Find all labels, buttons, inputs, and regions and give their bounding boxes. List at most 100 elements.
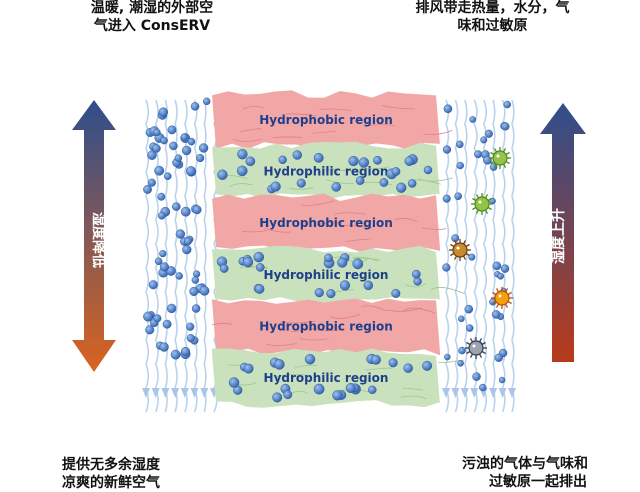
airflow-line bbox=[511, 99, 515, 413]
green-microbe-icon bbox=[471, 193, 493, 215]
water-molecule bbox=[313, 152, 324, 163]
water-molecule bbox=[324, 253, 333, 263]
water-molecule bbox=[153, 128, 161, 136]
water-molecule bbox=[455, 140, 464, 149]
water-molecule bbox=[339, 280, 351, 291]
membrane-fiber bbox=[264, 227, 291, 233]
airflow-arrowhead bbox=[442, 388, 450, 398]
airflow-arrowhead bbox=[190, 388, 199, 398]
water-molecule bbox=[143, 311, 154, 322]
water-molecule bbox=[186, 334, 195, 343]
water-molecule bbox=[181, 145, 192, 156]
membrane-fiber bbox=[325, 179, 355, 185]
water-molecule bbox=[254, 284, 265, 294]
membrane-fiber bbox=[423, 129, 453, 135]
membrane-layer-hydrophilic bbox=[212, 245, 440, 305]
water-molecule bbox=[331, 182, 342, 192]
water-molecule bbox=[147, 178, 156, 187]
membrane-fiber bbox=[303, 220, 325, 226]
humidity-decrease-arrow-shape bbox=[72, 100, 116, 372]
water-molecule bbox=[296, 178, 306, 188]
membrane-fiber bbox=[299, 337, 329, 341]
airflow-arrowhead bbox=[498, 388, 507, 398]
membrane-layer-label: Hydrophilic region bbox=[264, 268, 389, 282]
water-molecule bbox=[456, 161, 464, 170]
water-molecule bbox=[388, 358, 398, 368]
water-molecule bbox=[159, 342, 169, 352]
water-molecule bbox=[442, 145, 452, 154]
water-molecule bbox=[465, 324, 474, 332]
water-molecule bbox=[492, 261, 502, 271]
membrane-fiber bbox=[365, 367, 392, 371]
water-molecule bbox=[314, 288, 324, 298]
water-molecule bbox=[219, 264, 229, 273]
membrane-layer-label: Hydrophilic region bbox=[264, 165, 389, 179]
water-molecule bbox=[159, 250, 167, 258]
membrane-fiber bbox=[239, 266, 268, 269]
water-molecule bbox=[403, 363, 413, 373]
water-molecule bbox=[411, 269, 421, 279]
water-molecule bbox=[355, 176, 365, 185]
airflow-line bbox=[464, 99, 468, 413]
water-molecule bbox=[153, 314, 162, 323]
water-molecule bbox=[468, 253, 476, 261]
brown-mite-icon bbox=[449, 239, 471, 261]
water-molecule bbox=[196, 153, 205, 163]
membrane-fiber bbox=[334, 212, 367, 215]
water-molecule bbox=[157, 192, 166, 201]
water-molecule bbox=[272, 392, 283, 403]
water-molecule bbox=[193, 270, 201, 278]
membrane-fiber bbox=[242, 229, 268, 233]
water-molecule bbox=[169, 141, 178, 151]
membrane-fiber bbox=[400, 395, 427, 400]
water-molecule bbox=[501, 122, 510, 131]
caption-top-right: 排风带走热量，水分，气 味和过敏原 bbox=[360, 0, 625, 35]
water-molecule bbox=[368, 385, 377, 395]
airflow-arrowhead bbox=[200, 388, 209, 398]
airflow-arrowhead bbox=[142, 388, 150, 398]
water-molecule bbox=[186, 322, 195, 331]
water-molecule bbox=[363, 280, 374, 291]
humidity-decrease-arrow: 湿度降低 bbox=[72, 100, 116, 372]
airflow-line bbox=[164, 99, 168, 413]
water-molecule bbox=[352, 258, 364, 270]
membrane-fiber bbox=[403, 307, 436, 314]
water-molecule bbox=[326, 289, 336, 299]
orange-mite-icon bbox=[491, 287, 513, 309]
water-molecule bbox=[391, 167, 401, 176]
water-molecule bbox=[278, 155, 287, 165]
water-molecule bbox=[198, 143, 209, 153]
caption-top-left: 温暖, 潮湿的外部空 气进入 ConsERV bbox=[62, 0, 242, 35]
water-molecule bbox=[444, 353, 451, 361]
water-molecule bbox=[443, 104, 453, 114]
membrane-fiber bbox=[267, 273, 297, 278]
water-molecule bbox=[270, 181, 281, 192]
airflow-line bbox=[492, 99, 496, 413]
membrane-fiber bbox=[319, 108, 352, 111]
membrane-fiber bbox=[332, 167, 364, 172]
water-molecule bbox=[292, 150, 302, 160]
airflow-arrowhead bbox=[470, 388, 479, 398]
caption-top-left-line1: 温暖, 潮湿的外部空 bbox=[90, 0, 214, 16]
membrane-layer-label: Hydrophilic region bbox=[264, 371, 389, 385]
water-molecule bbox=[253, 251, 265, 263]
water-molecule bbox=[407, 179, 417, 188]
membrane-fiber bbox=[381, 104, 416, 110]
water-molecule bbox=[145, 325, 155, 335]
membrane-layer-hydrophobic bbox=[212, 298, 440, 356]
membrane-fiber bbox=[430, 287, 465, 295]
water-molecule bbox=[345, 383, 356, 393]
water-molecule bbox=[189, 286, 199, 297]
membrane-fiber bbox=[232, 138, 262, 142]
water-molecule bbox=[237, 148, 248, 160]
water-molecule bbox=[228, 377, 240, 388]
water-molecule bbox=[192, 205, 202, 215]
membrane-layer-hydrophobic bbox=[212, 90, 440, 150]
membrane-fiber bbox=[338, 225, 373, 229]
water-molecule bbox=[242, 257, 254, 268]
water-molecule bbox=[464, 304, 474, 314]
humidity-decrease-label: 湿度降低 bbox=[90, 212, 107, 268]
water-molecule bbox=[404, 156, 415, 166]
caption-bottom-right-line1: 污浊的气体与气味和 bbox=[462, 456, 588, 472]
